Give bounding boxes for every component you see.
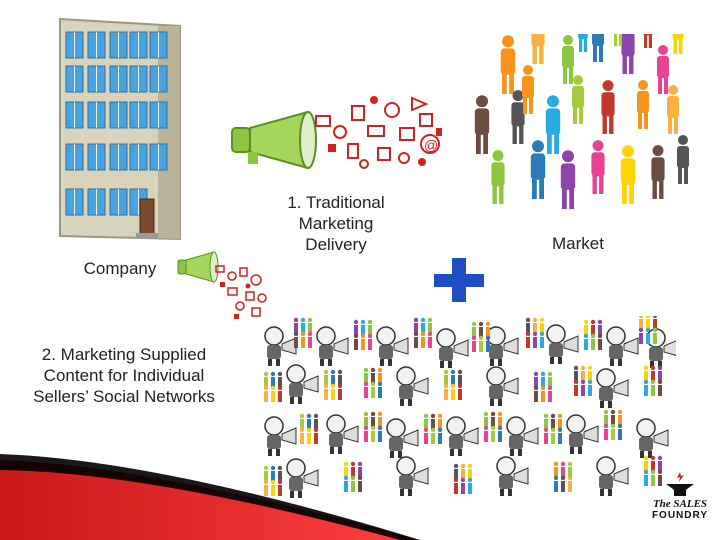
megaphone-icon xyxy=(231,110,317,170)
svg-text:@: @ xyxy=(424,137,438,153)
market-label: Market xyxy=(552,234,604,253)
supplied-line-2: Content for Individual xyxy=(43,366,205,385)
building-icon xyxy=(59,17,181,241)
red-swoosh-decoration xyxy=(0,454,420,540)
marketing-channel-icons: @ xyxy=(315,96,442,169)
supplied-line-3: Sellers’ Social Networks xyxy=(33,387,215,406)
crowd-icon xyxy=(474,34,689,209)
small-megaphone-icon xyxy=(177,251,219,283)
sales-foundry-logo: The SALES FOUNDRY xyxy=(644,470,716,530)
plus-icon xyxy=(434,258,484,302)
traditional-line-3: Delivery xyxy=(305,235,367,254)
anvil-icon xyxy=(666,472,694,496)
logo-line-1: The SALES xyxy=(652,498,708,510)
logo-line-2: FOUNDRY xyxy=(651,510,709,521)
small-channel-icons xyxy=(215,265,267,319)
seller-network-icon xyxy=(263,316,676,498)
traditional-line-2: Marketing xyxy=(298,214,374,233)
supplied-line-1: 2. Marketing Supplied xyxy=(41,345,207,364)
company-label: Company xyxy=(83,259,157,278)
traditional-line-1: 1. Traditional xyxy=(287,193,385,212)
traditional-marketing-label: 1. Traditional Marketing Delivery xyxy=(270,192,402,255)
marketing-supplied-label: 2. Marketing Supplied Content for Indivi… xyxy=(8,344,240,407)
